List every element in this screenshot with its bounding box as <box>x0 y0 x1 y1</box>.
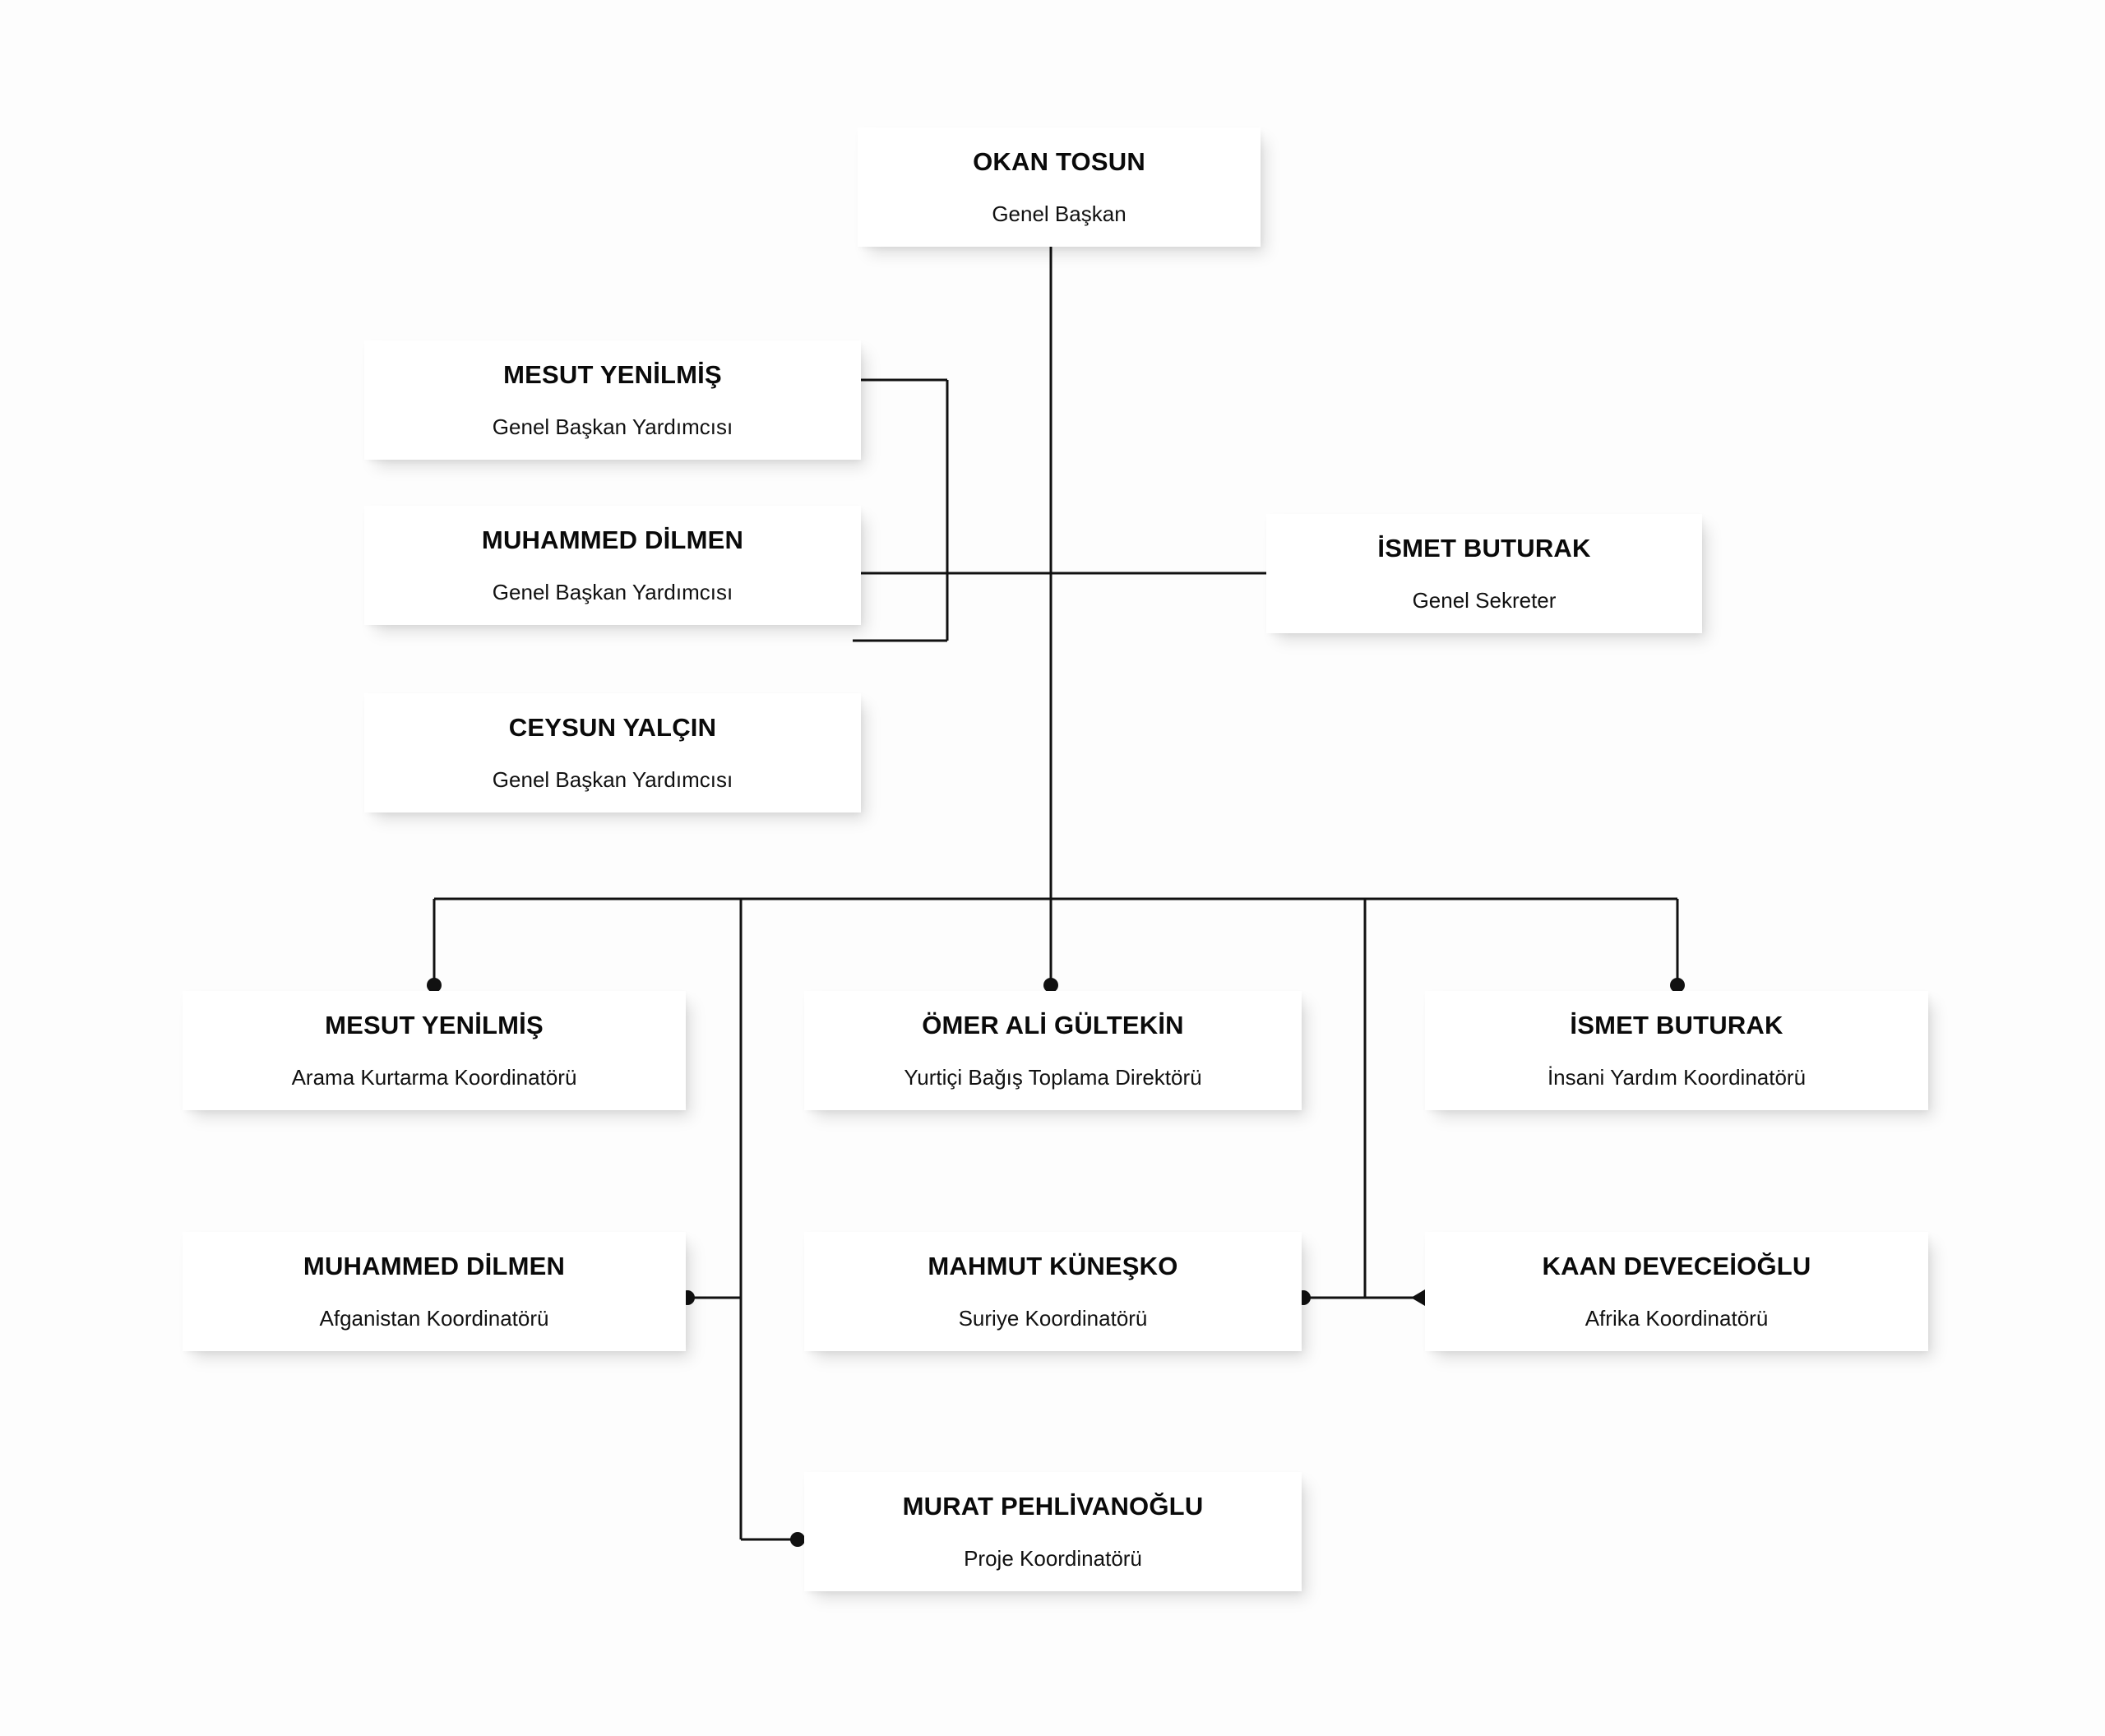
node-title: Proje Koordinatörü <box>964 1546 1142 1572</box>
node-humanitarian-aid-coordinator[interactable]: İSMET BUTURAK İnsani Yardım Koordinatörü <box>1425 991 1928 1110</box>
node-africa-coordinator[interactable]: KAAN DEVECEİOĞLU Afrika Koordinatörü <box>1425 1232 1928 1351</box>
node-president[interactable]: OKAN TOSUN Genel Başkan <box>858 127 1261 247</box>
node-title: Yurtiçi Bağış Toplama Direktörü <box>904 1065 1202 1090</box>
node-afghanistan-coordinator[interactable]: MUHAMMED DİLMEN Afganistan Koordinatörü <box>183 1232 686 1351</box>
node-title: Afganistan Koordinatörü <box>319 1306 549 1331</box>
node-title: İnsani Yardım Koordinatörü <box>1547 1065 1807 1090</box>
node-title: Genel Başkan <box>992 201 1127 227</box>
node-name: KAAN DEVECEİOĞLU <box>1542 1251 1811 1280</box>
node-vice-president-1[interactable]: MESUT YENİLMİŞ Genel Başkan Yardımcısı <box>364 340 861 460</box>
node-vice-president-3[interactable]: CEYSUN YALÇIN Genel Başkan Yardımcısı <box>364 693 861 812</box>
node-secretary-general[interactable]: İSMET BUTURAK Genel Sekreter <box>1266 514 1702 633</box>
node-name: OKAN TOSUN <box>973 146 1145 176</box>
arrow-r4c <box>1411 1289 1425 1306</box>
node-name: İSMET BUTURAK <box>1377 533 1591 562</box>
node-name: MUHAMMED DİLMEN <box>481 525 744 554</box>
node-name: İSMET BUTURAK <box>1570 1010 1783 1039</box>
node-domestic-fundraising-director[interactable]: ÖMER ALİ GÜLTEKİN Yurtiçi Bağış Toplama … <box>804 991 1302 1110</box>
node-title: Genel Başkan Yardımcısı <box>492 767 733 793</box>
dot-r5 <box>790 1532 805 1547</box>
node-title: Genel Sekreter <box>1412 588 1557 613</box>
node-syria-coordinator[interactable]: MAHMUT KÜNEŞKO Suriye Koordinatörü <box>804 1232 1302 1351</box>
node-name: MESUT YENİLMİŞ <box>503 359 722 389</box>
node-name: ÖMER ALİ GÜLTEKİN <box>922 1010 1184 1039</box>
node-title: Suriye Koordinatörü <box>958 1306 1148 1331</box>
node-name: CEYSUN YALÇIN <box>508 712 717 742</box>
node-search-rescue-coordinator[interactable]: MESUT YENİLMİŞ Arama Kurtarma Koordinatö… <box>183 991 686 1110</box>
node-title: Afrika Koordinatörü <box>1585 1306 1769 1331</box>
node-title: Genel Başkan Yardımcısı <box>492 414 733 440</box>
node-name: MAHMUT KÜNEŞKO <box>928 1251 1178 1280</box>
node-name: MUHAMMED DİLMEN <box>303 1251 566 1280</box>
node-name: MESUT YENİLMİŞ <box>325 1010 544 1039</box>
node-vice-president-2[interactable]: MUHAMMED DİLMEN Genel Başkan Yardımcısı <box>364 506 861 625</box>
node-project-coordinator[interactable]: MURAT PEHLİVANOĞLU Proje Koordinatörü <box>804 1472 1302 1591</box>
node-title: Genel Başkan Yardımcısı <box>492 580 733 605</box>
node-title: Arama Kurtarma Koordinatörü <box>291 1065 577 1090</box>
node-name: MURAT PEHLİVANOĞLU <box>902 1491 1204 1521</box>
